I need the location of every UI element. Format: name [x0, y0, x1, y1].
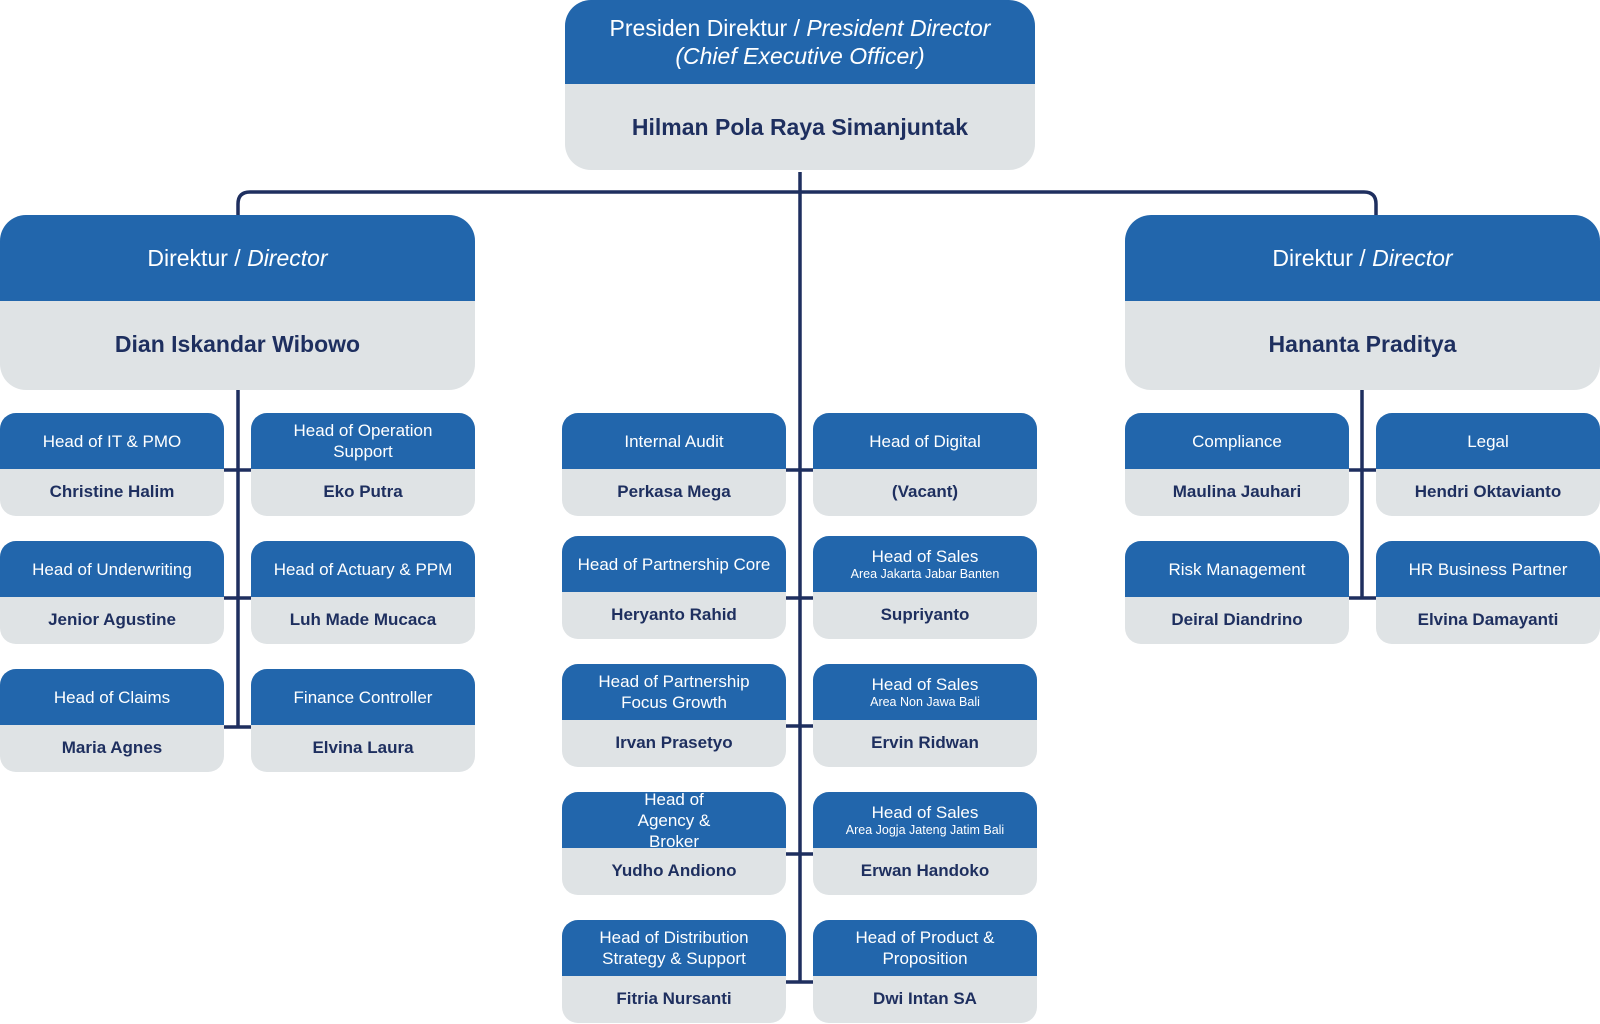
unit-title: Head of Product & Proposition: [813, 920, 1037, 976]
unit-title-text: Head of Agency & Broker: [637, 792, 711, 851]
unit-subtitle: Area Non Jawa Bali: [870, 695, 980, 709]
unit-name: Heryanto Rahid: [611, 605, 737, 624]
unit-subtitle: Area Jogja Jateng Jatim Bali: [845, 823, 1005, 837]
unit-name: Elvina Damayanti: [1417, 610, 1559, 629]
unit-box: Head of Digital (Vacant): [813, 413, 1037, 516]
unit-name: Yudho Andiono: [611, 861, 737, 880]
ceo-title: Presiden Direktur / President Director (…: [565, 0, 1035, 84]
unit-box: Head of Agency & Broker Yudho Andiono: [562, 792, 786, 895]
unit-name: Maria Agnes: [61, 738, 163, 757]
unit-name: Ervin Ridwan: [871, 733, 979, 752]
unit-title-text: Head of Operation Support: [293, 421, 433, 461]
unit-box: Internal Audit Perkasa Mega: [562, 413, 786, 516]
unit-box: Head of Sales Area Jakarta Jabar Banten …: [813, 536, 1037, 639]
unit-box: Head of IT & PMO Christine Halim: [0, 413, 224, 516]
unit-name: Irvan Prasetyo: [615, 733, 733, 752]
unit-name: Jenior Agustine: [48, 610, 176, 629]
unit-box: Head of Partnership Core Heryanto Rahid: [562, 536, 786, 639]
unit-name: Deiral Diandrino: [1171, 610, 1303, 629]
unit-box: Finance Controller Elvina Laura: [251, 669, 475, 772]
unit-name: Erwan Handoko: [860, 861, 990, 880]
unit-name: Eko Putra: [323, 482, 403, 501]
unit-box: Risk Management Deiral Diandrino: [1125, 541, 1349, 644]
unit-title-text: Head of Sales: [871, 803, 979, 822]
director-box: Direktur / Director Dian Iskandar Wibowo: [0, 215, 475, 390]
unit-title: Head of Underwriting: [0, 541, 224, 597]
ceo-title-en2: (Chief Executive Officer): [675, 43, 925, 69]
unit-title: Head of Partnership Core: [562, 536, 786, 592]
unit-name: Hendri Oktavianto: [1414, 482, 1562, 501]
unit-box: Legal Hendri Oktavianto: [1376, 413, 1600, 516]
ceo-title-id: Presiden Direktur: [609, 15, 788, 41]
unit-name: (Vacant): [891, 482, 959, 501]
unit-title: Head of Sales Area Jogja Jateng Jatim Ba…: [813, 792, 1037, 848]
ceo-name: Hilman Pola Raya Simanjuntak: [631, 113, 969, 140]
unit-title-text: Head of Product & Proposition: [855, 928, 995, 968]
director-title: Direktur / Director: [0, 215, 475, 301]
unit-title: Compliance: [1125, 413, 1349, 469]
unit-box: Head of Operation Support Eko Putra: [251, 413, 475, 516]
director-title-sep: /: [1352, 245, 1373, 271]
unit-box: HR Business Partner Elvina Damayanti: [1376, 541, 1600, 644]
unit-title: Head of Claims: [0, 669, 224, 725]
unit-name: Perkasa Mega: [617, 482, 731, 501]
unit-name: Fitria Nursanti: [616, 989, 732, 1008]
director-name: Hananta Praditya: [1268, 330, 1457, 357]
unit-box: Head of Actuary & PPM Luh Made Mucaca: [251, 541, 475, 644]
unit-name: Supriyanto: [880, 605, 970, 624]
director-name: Dian Iskandar Wibowo: [114, 330, 361, 357]
unit-title: Head of Sales Area Jakarta Jabar Banten: [813, 536, 1037, 592]
unit-title: Finance Controller: [251, 669, 475, 725]
unit-title: Head of IT & PMO: [0, 413, 224, 469]
unit-title-text: Head of Sales: [871, 675, 979, 694]
unit-subtitle: Area Jakarta Jabar Banten: [850, 567, 1000, 581]
director-title-id: Direktur: [147, 245, 228, 271]
director-title-id: Direktur: [1272, 245, 1353, 271]
unit-title-text: Head of Partnership Focus Growth: [598, 672, 750, 712]
unit-title: Head of Digital: [813, 413, 1037, 469]
unit-name: Luh Made Mucaca: [289, 610, 437, 629]
unit-box: Head of Underwriting Jenior Agustine: [0, 541, 224, 644]
unit-title-text: Head of Distribution Strategy & Support: [599, 928, 749, 968]
director-box: Direktur / Director Hananta Praditya: [1125, 215, 1600, 390]
unit-title: Internal Audit: [562, 413, 786, 469]
ceo-box: Presiden Direktur / President Director (…: [565, 0, 1035, 170]
unit-box: Head of Distribution Strategy & Support …: [562, 920, 786, 1023]
unit-title-text: Head of Sales: [871, 547, 979, 566]
director-title-sep: /: [227, 245, 248, 271]
director-title-en: Director: [247, 245, 328, 271]
unit-box: Head of Sales Area Jogja Jateng Jatim Ba…: [813, 792, 1037, 895]
unit-box: Head of Partnership Focus Growth Irvan P…: [562, 664, 786, 767]
unit-title: Head of Partnership Focus Growth: [562, 664, 786, 720]
director-title-en: Director: [1372, 245, 1453, 271]
unit-title: Legal: [1376, 413, 1600, 469]
unit-title: Head of Sales Area Non Jawa Bali: [813, 664, 1037, 720]
unit-title: HR Business Partner: [1376, 541, 1600, 597]
unit-name: Christine Halim: [49, 482, 175, 501]
ceo-title-en: President Director: [806, 15, 991, 41]
unit-name: Elvina Laura: [312, 738, 414, 757]
unit-title: Head of Distribution Strategy & Support: [562, 920, 786, 976]
unit-title: Risk Management: [1125, 541, 1349, 597]
unit-name: Dwi Intan SA: [873, 989, 977, 1008]
unit-box: Head of Claims Maria Agnes: [0, 669, 224, 772]
unit-title: Head of Agency & Broker: [562, 792, 786, 851]
unit-box: Compliance Maulina Jauhari: [1125, 413, 1349, 516]
unit-box: Head of Product & Proposition Dwi Intan …: [813, 920, 1037, 1023]
unit-title: Head of Actuary & PPM: [251, 541, 475, 597]
unit-name: Maulina Jauhari: [1172, 482, 1302, 501]
director-title: Direktur / Director: [1125, 215, 1600, 301]
unit-box: Head of Sales Area Non Jawa Bali Ervin R…: [813, 664, 1037, 767]
ceo-title-sep: /: [787, 15, 807, 41]
unit-title: Head of Operation Support: [251, 413, 475, 469]
